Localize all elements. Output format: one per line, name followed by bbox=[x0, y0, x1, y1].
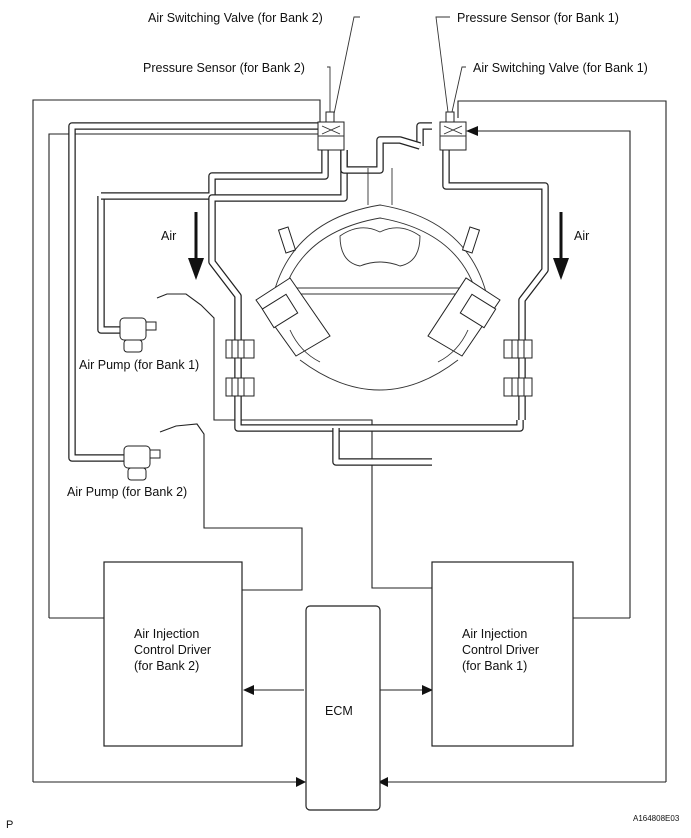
pump1-connector bbox=[145, 321, 157, 331]
label-ps-bank1: Pressure Sensor (for Bank 1) bbox=[457, 11, 619, 25]
air-flow-arrow-left bbox=[188, 212, 204, 280]
pump1-body bbox=[119, 317, 147, 341]
label-driver-bank1-line3: (for Bank 1) bbox=[462, 659, 527, 673]
driver-bank2-box bbox=[103, 561, 243, 747]
intake-runners bbox=[339, 227, 421, 267]
air-hoses bbox=[68, 122, 549, 466]
wire-ecm-to-asv-bank2 bbox=[32, 99, 321, 782]
arrow-to-valve1 bbox=[466, 126, 478, 136]
label-air-right: Air bbox=[574, 229, 589, 243]
wire-pump2-to-driver2 bbox=[159, 423, 303, 591]
label-air-left: Air bbox=[161, 229, 176, 243]
figure-code: A164808E03 bbox=[633, 814, 680, 823]
leader-lines bbox=[327, 16, 466, 115]
wiring bbox=[32, 99, 667, 787]
bank1-injector bbox=[461, 226, 481, 254]
arrow-to-driver1 bbox=[422, 685, 433, 695]
leader-ps-bank1 bbox=[435, 16, 450, 113]
air-switching-valve-bank2 bbox=[317, 111, 345, 151]
label-driver-bank2-line3: (for Bank 2) bbox=[134, 659, 199, 673]
hose-pump1 bbox=[97, 196, 120, 334]
corner-mark: P bbox=[6, 819, 13, 831]
pump2-connector bbox=[149, 449, 161, 459]
bank1-rod bbox=[437, 329, 469, 363]
ps-bank1-body bbox=[445, 111, 455, 123]
bank2-rod bbox=[289, 329, 321, 363]
wire-ecm-to-asv-bank1 bbox=[457, 100, 667, 782]
air-switching-valve-bank1 bbox=[439, 111, 467, 151]
bank2-catalyst-2 bbox=[225, 377, 255, 397]
throttle-inlet bbox=[367, 168, 393, 205]
ecm-box bbox=[305, 605, 381, 811]
exhaust-outlet bbox=[332, 428, 432, 466]
intake-plenum-inner bbox=[281, 217, 479, 299]
bank2-injector bbox=[277, 226, 297, 254]
arrow-into-ecm-left bbox=[296, 777, 306, 787]
pump1-base bbox=[123, 339, 143, 353]
arrow-into-ecm-right bbox=[378, 777, 388, 787]
pump2-base bbox=[127, 467, 147, 481]
air-flow-arrow-right bbox=[553, 212, 569, 280]
ps-bank2-body bbox=[325, 111, 335, 123]
wire-pump1-to-driver1 bbox=[335, 419, 432, 589]
driver-bank1-box bbox=[431, 561, 574, 747]
label-asv-bank2: Air Switching Valve (for Bank 2) bbox=[148, 11, 323, 25]
label-driver-bank1-line1: Air Injection bbox=[462, 627, 527, 641]
label-driver-bank2-line2: Control Driver bbox=[134, 643, 211, 657]
label-driver-bank2-line1: Air Injection bbox=[134, 627, 199, 641]
wire-driver1-to-valve1 bbox=[476, 130, 631, 618]
label-pump-bank2: Air Pump (for Bank 2) bbox=[67, 485, 187, 499]
pump2-body bbox=[123, 445, 151, 469]
bank2-catalyst-1 bbox=[225, 339, 255, 359]
arrow-to-driver2 bbox=[243, 685, 254, 695]
label-asv-bank1: Air Switching Valve (for Bank 1) bbox=[473, 61, 648, 75]
bank1-piston bbox=[459, 293, 497, 329]
air-pump-bank1 bbox=[119, 317, 157, 353]
label-pump-bank1: Air Pump (for Bank 1) bbox=[79, 358, 199, 372]
wire-pump1-a bbox=[156, 293, 335, 421]
bank2-cylinder-head bbox=[255, 277, 331, 357]
engine-block bbox=[225, 168, 533, 397]
crankcase bbox=[299, 359, 459, 391]
leader-ps-bank2 bbox=[327, 66, 331, 112]
label-ps-bank2: Pressure Sensor (for Bank 2) bbox=[143, 61, 305, 75]
bank2-piston bbox=[261, 293, 299, 329]
leader-asv-bank1 bbox=[451, 66, 466, 113]
label-driver-bank1-line2: Control Driver bbox=[462, 643, 539, 657]
label-ecm: ECM bbox=[325, 704, 353, 718]
wire-driver2-to-valve2 bbox=[48, 133, 320, 618]
air-pump-bank2 bbox=[123, 445, 161, 481]
intake-plenum-outer bbox=[271, 204, 489, 301]
leader-asv-bank2 bbox=[333, 16, 360, 115]
bank1-cylinder-head bbox=[427, 277, 501, 357]
